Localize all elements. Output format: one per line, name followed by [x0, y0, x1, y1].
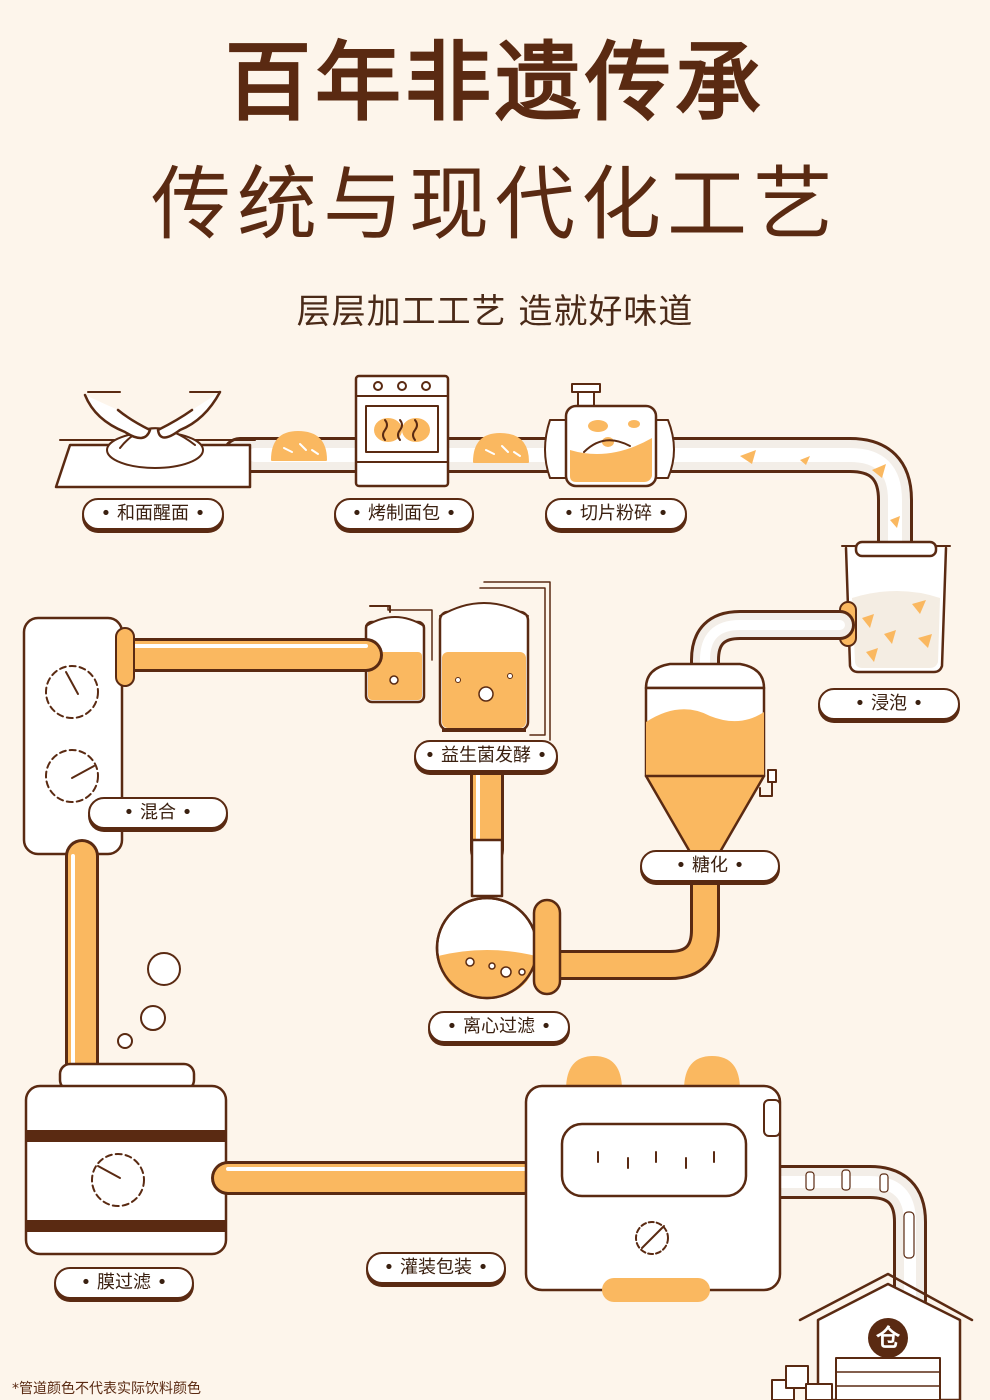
step-label-membrane: • 膜过滤 • — [54, 1267, 194, 1299]
step-label-mixing: • 混合 • — [88, 797, 228, 829]
step-label-fermentation: • 益生菌发酵 • — [414, 740, 558, 772]
packaging-machine — [524, 1056, 782, 1302]
oven — [354, 374, 450, 488]
secondary-title: 传统与现代化工艺 — [151, 158, 839, 251]
saccharification-tank — [644, 662, 777, 854]
tagline: 层层加工工艺 造就好味道 — [296, 292, 694, 332]
warehouse — [771, 1272, 974, 1400]
main-title: 百年非遗传承 — [225, 33, 765, 133]
grinder — [544, 383, 675, 488]
bubbles — [117, 952, 181, 1049]
pipe-soak-to-tank — [690, 610, 855, 687]
step-label-centrifuge: • 离心过滤 • — [428, 1011, 570, 1043]
pipe-ferment-to-centrifuge — [470, 748, 504, 867]
soaking-beaker — [839, 540, 951, 674]
warehouse-sign: 仓 — [876, 1324, 900, 1352]
bread-loaf-1 — [271, 431, 327, 461]
centrifuge-flask — [435, 838, 562, 1000]
bread-loaf-2 — [473, 433, 529, 463]
fermentation-vessels — [364, 581, 551, 741]
membrane-filter — [24, 1062, 228, 1256]
footnote: *管道颜色不代表实际饮料颜色 — [12, 1381, 201, 1397]
pipe-membrane-to-packaging — [211, 1161, 541, 1195]
crumb-particles — [740, 450, 900, 528]
pipe-mixer-to-membrane — [65, 839, 99, 1083]
step-label-slicing: • 切片粉碎 • — [545, 498, 687, 530]
step-label-saccharification: • 糖化 • — [640, 850, 780, 882]
pipe-packaging-to-warehouse — [761, 1165, 927, 1317]
step-label-soaking: • 浸泡 • — [818, 688, 960, 720]
kneading-station — [54, 390, 256, 489]
step-label-baking: • 烤制面包 • — [334, 498, 474, 530]
step-label-packaging: • 灌装包装 • — [366, 1252, 506, 1284]
pipe-mixer-to-ferment — [111, 638, 383, 672]
pipe-tank-to-centrifuge — [537, 855, 720, 980]
step-label-kneading: • 和面醒面 • — [82, 498, 224, 530]
